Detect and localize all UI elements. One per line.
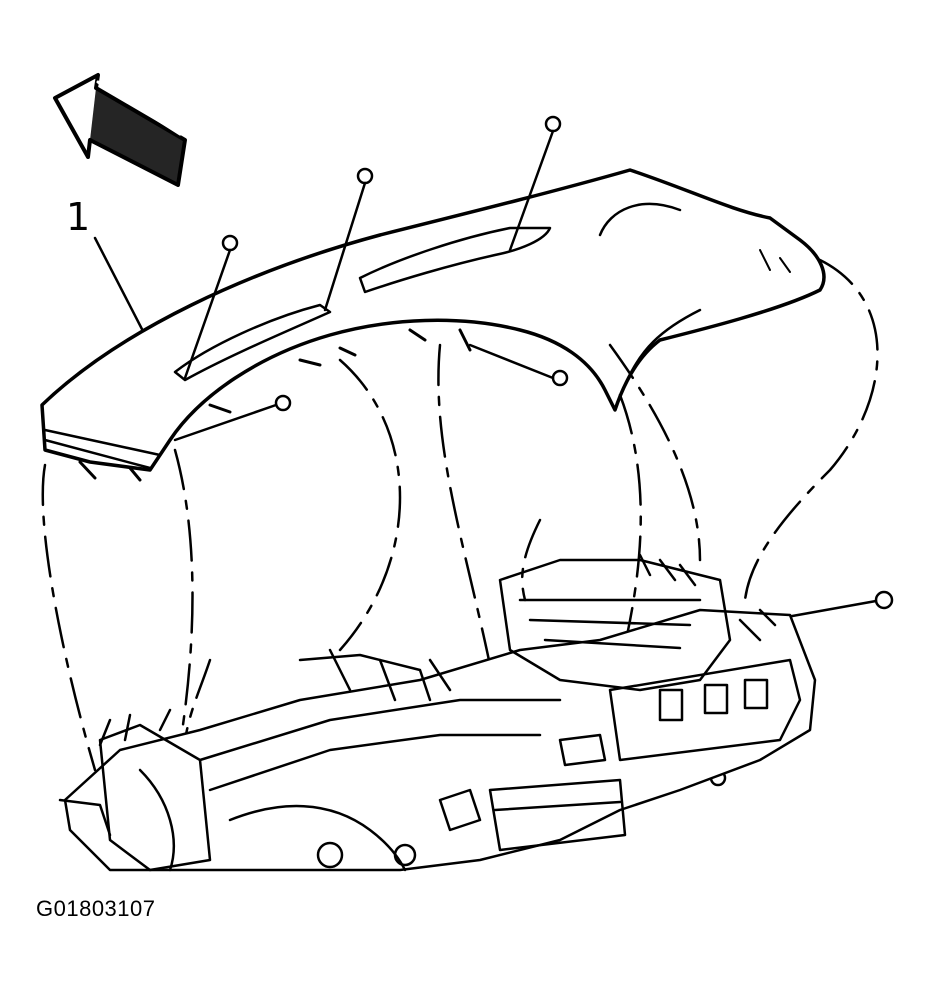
- callout-1-label: 1: [66, 195, 91, 239]
- figure-id: G01803107: [36, 896, 156, 921]
- callout-leader: [93, 236, 147, 337]
- panel-carrier: [58, 553, 817, 872]
- fastener-lines: [173, 129, 878, 777]
- trim-pad: [40, 168, 826, 482]
- direction-arrow-icon: [53, 73, 187, 187]
